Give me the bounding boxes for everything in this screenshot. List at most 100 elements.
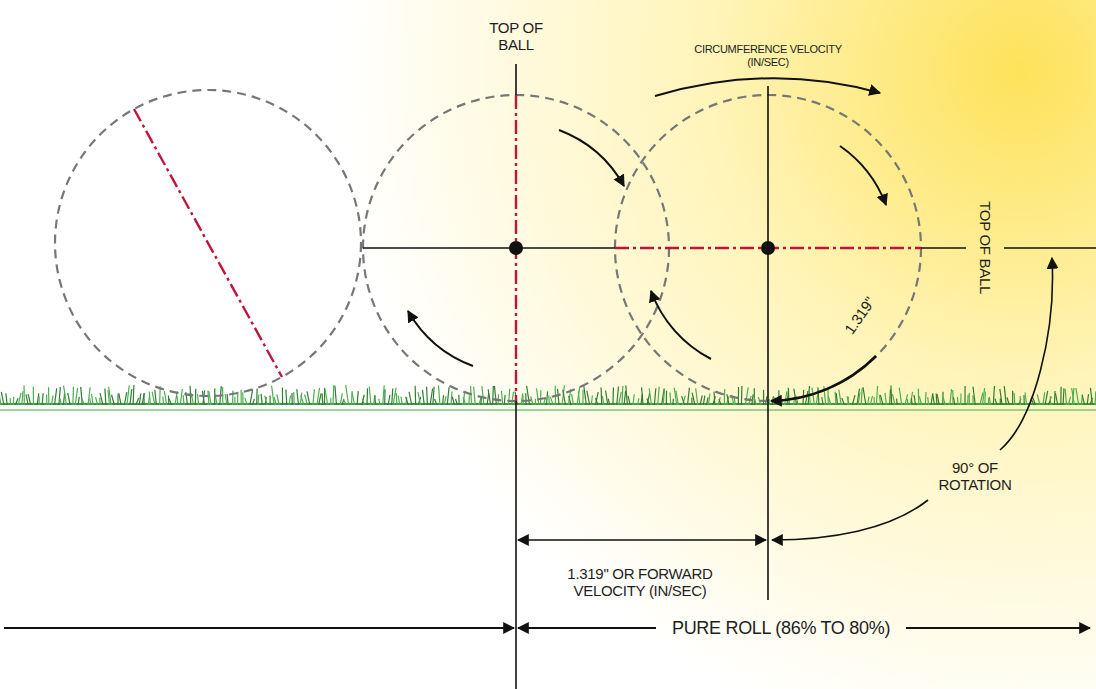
grass-blade: [346, 385, 349, 405]
grass-blade: [1000, 389, 1002, 405]
top-label: TOP OF BALL: [483, 19, 549, 54]
grass-blade: [396, 393, 398, 405]
grass-blade: [548, 396, 550, 405]
grass-blade: [447, 387, 449, 405]
grass-blade: [745, 387, 748, 405]
grass-blade: [301, 395, 304, 405]
grass-blade: [488, 389, 490, 405]
grass-blade: [835, 392, 837, 405]
grass-blade: [1062, 388, 1064, 405]
grass-blade: [822, 397, 823, 405]
grass-blade: [119, 393, 121, 405]
grass-blade: [463, 392, 465, 405]
grass-blade: [578, 391, 580, 405]
grass-blade: [474, 387, 476, 405]
grass-blade: [68, 393, 70, 405]
range-arrow: [4, 627, 514, 629]
grass-blade: [139, 394, 141, 405]
grass-blade: [164, 391, 166, 405]
grass-blade: [415, 386, 417, 405]
grass-blade: [439, 385, 440, 405]
grass-blade: [22, 391, 23, 405]
grass-blade: [696, 388, 698, 405]
grass-blade: [1072, 388, 1074, 405]
grass-blade: [406, 397, 408, 405]
grass-blade: [708, 394, 710, 405]
grass-blade: [540, 390, 541, 405]
grass-blade: [713, 391, 715, 405]
grass-blade: [362, 399, 364, 405]
grass-blade: [658, 387, 659, 405]
grass-blade: [409, 392, 412, 405]
grass-blade: [1094, 391, 1096, 405]
grass-blade: [433, 387, 434, 405]
range-arrow: [906, 627, 1090, 629]
grass-blade: [857, 389, 859, 405]
reference-line: [767, 86, 769, 600]
grass-blade: [1090, 388, 1092, 405]
grass-blade: [608, 399, 609, 405]
grass-blade: [647, 399, 650, 405]
grass-blade: [468, 395, 470, 405]
grass-blade: [72, 387, 74, 405]
grass-blade: [28, 394, 31, 405]
grass-blade: [46, 394, 48, 405]
grass-blade: [492, 386, 494, 405]
grass-blade: [847, 397, 849, 405]
grass-blade: [984, 392, 986, 405]
grass-blade: [861, 388, 863, 405]
grass-blade: [60, 399, 61, 405]
grass-blade: [203, 390, 205, 405]
grass-blade: [456, 399, 458, 405]
reference-line: [515, 401, 517, 689]
grass-blade: [852, 395, 855, 405]
grass-blade: [1060, 387, 1061, 405]
grass-blade: [37, 393, 39, 405]
grass-blade: [1049, 397, 1052, 405]
grass-blade: [501, 391, 502, 405]
grass-blade: [1082, 395, 1084, 405]
grass-blade: [563, 390, 566, 405]
grass-blade: [562, 385, 564, 405]
grass-blade: [398, 395, 400, 405]
grass-blade: [587, 391, 590, 405]
grass-blade: [624, 391, 626, 405]
grass-blade: [550, 397, 553, 405]
grass-blade: [943, 397, 945, 405]
grass-blade: [669, 392, 671, 405]
grass-blade: [960, 393, 962, 405]
grass-blade: [1007, 397, 1009, 405]
grass-blade: [546, 391, 547, 405]
reference-line: [1004, 247, 1096, 249]
grass-blade: [451, 392, 452, 405]
grass-blade: [618, 392, 621, 405]
grass-blade: [142, 393, 144, 405]
grass-blade: [993, 386, 994, 405]
grass-blade: [379, 399, 380, 405]
grass-blade: [225, 394, 227, 405]
grass-blade: [209, 391, 211, 405]
grass-blade: [754, 388, 755, 405]
grass-blade: [682, 396, 685, 405]
grass-blade: [1004, 386, 1006, 405]
grass-blade: [127, 385, 129, 405]
grass-blade: [33, 387, 34, 405]
leader-line: [1000, 258, 1052, 450]
center-dot: [509, 241, 523, 255]
grass-blade: [595, 398, 597, 405]
grass-blade: [621, 386, 623, 405]
grass-blade: [805, 391, 808, 405]
grass-blade: [269, 395, 270, 405]
grass-blade: [143, 394, 144, 405]
grass-blade: [654, 388, 656, 405]
grass-blade: [63, 393, 64, 405]
range-arrow: [518, 627, 656, 629]
grass-blade: [558, 389, 559, 405]
grass-blade: [969, 393, 970, 405]
grass-blade: [839, 390, 841, 405]
grass-blade: [836, 393, 837, 405]
grass-blade: [953, 397, 954, 405]
reference-line: [921, 247, 966, 249]
grass-blade: [577, 386, 580, 405]
ball-outline: [55, 90, 361, 396]
